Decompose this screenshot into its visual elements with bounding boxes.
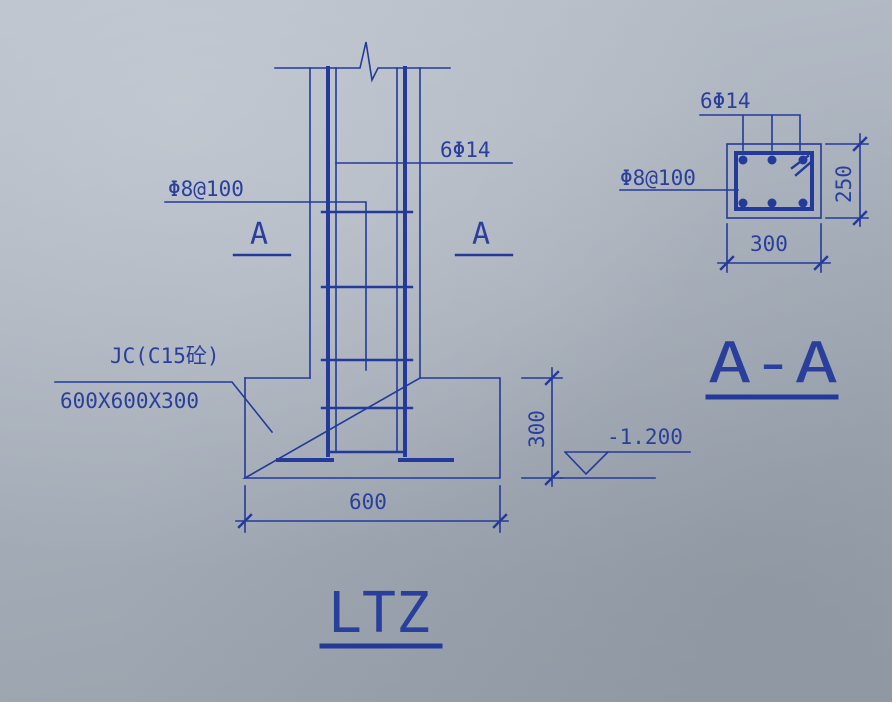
foundation-outline <box>241 377 501 479</box>
section-mark-right: A <box>472 217 490 252</box>
rebar-dot <box>767 198 777 208</box>
section-a-a: 6Φ14 Φ8@100 250 300 A-A <box>619 89 869 400</box>
dim-tick <box>719 255 735 271</box>
dim-tick <box>852 136 868 152</box>
foundation-label-line1: JC(C15砼) <box>110 344 220 368</box>
dim-tick <box>544 370 560 386</box>
dim-tick <box>237 513 253 529</box>
section-stirrup-label: Φ8@100 <box>620 166 696 190</box>
stirrup-hook <box>794 161 812 177</box>
rebar-dot <box>738 155 748 165</box>
dim-height-value: 300 <box>525 410 549 448</box>
dim-tick <box>492 513 508 529</box>
stirrup-label: Φ8@100 <box>168 177 244 201</box>
rebar-dot <box>738 198 748 208</box>
rebar-dot <box>767 155 777 165</box>
section-dim-height-value: 250 <box>832 165 856 203</box>
break-line <box>274 41 451 83</box>
leader-stirrups <box>164 201 367 371</box>
elevation-title: LTZ <box>328 581 430 646</box>
rebar-dot <box>798 198 808 208</box>
section-top-bars-label: 6Φ14 <box>700 89 751 113</box>
top-bars-label: 6Φ14 <box>440 138 491 162</box>
section-dim-width-value: 300 <box>750 232 788 256</box>
section-mark-left: A <box>250 217 268 252</box>
dim-tick <box>813 255 829 271</box>
level-symbol <box>563 450 691 476</box>
section-outline <box>726 143 822 219</box>
level-value: -1.200 <box>607 425 683 449</box>
foundation-label-line2: 600X600X300 <box>60 389 199 413</box>
column-elevation: 6Φ14 Φ8@100 A A JC(C15砼) 600X600X300 300… <box>54 41 691 649</box>
dim-width-value: 600 <box>349 490 387 514</box>
section-title: A-A <box>708 331 838 396</box>
dim-tick <box>852 210 868 226</box>
section-stirrup <box>734 151 814 211</box>
leader-foundation <box>54 381 274 434</box>
rebar-dot <box>798 155 808 165</box>
dim-tick <box>544 470 560 486</box>
